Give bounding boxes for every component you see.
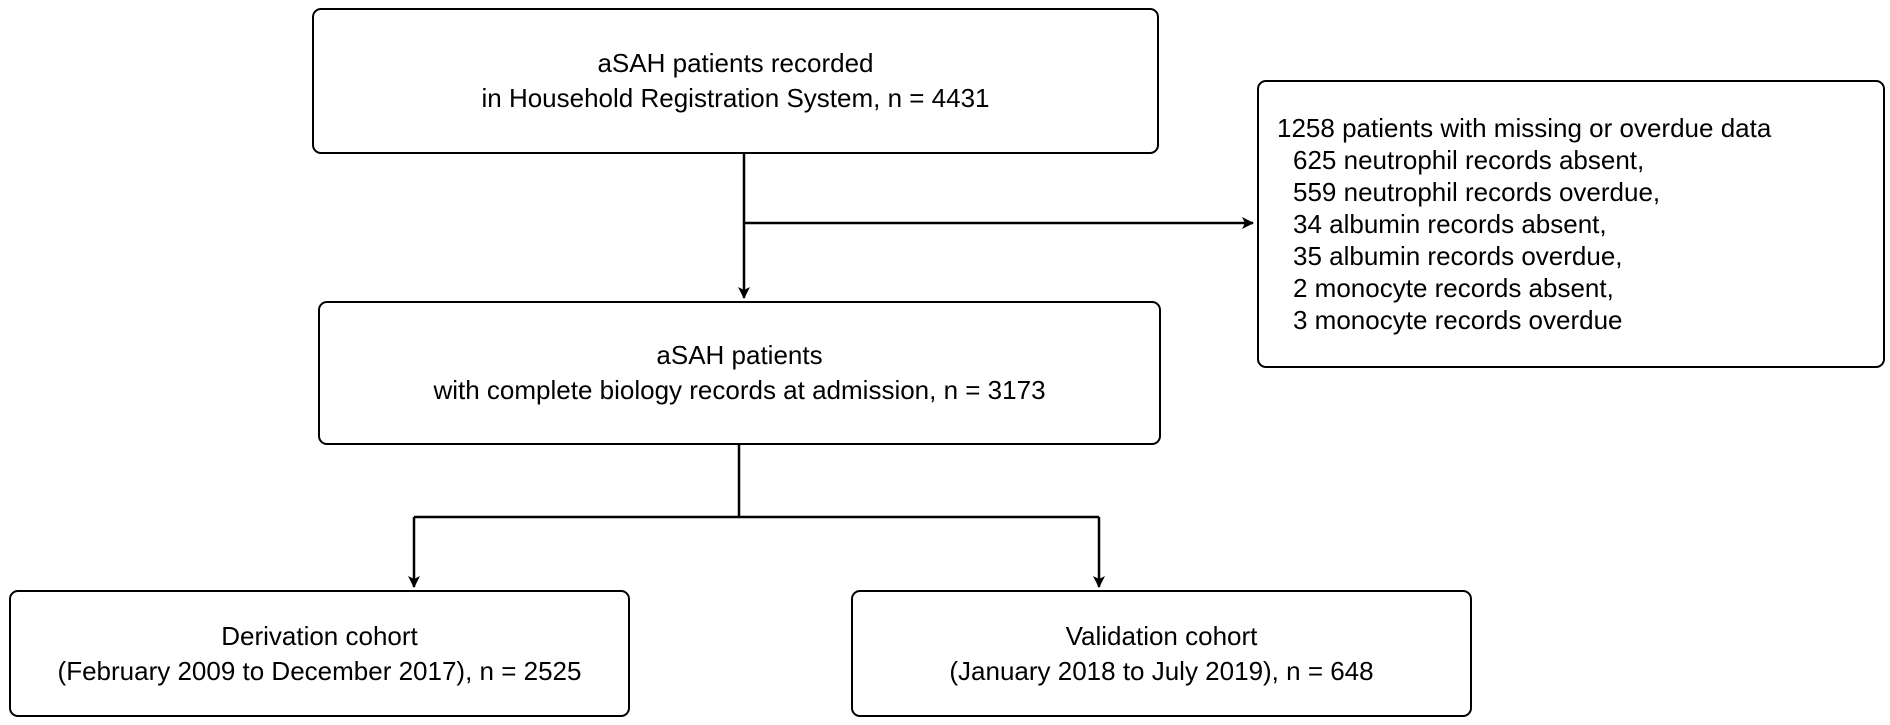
- registered-patients-box: aSAH patients recorded in Household Regi…: [312, 8, 1159, 154]
- complete-line-1: aSAH patients: [656, 340, 823, 370]
- derivation-cohort-box: Derivation cohort (February 2009 to Dece…: [9, 590, 630, 717]
- validation-cohort-box: Validation cohort (January 2018 to July …: [851, 590, 1472, 717]
- registered-line-1: aSAH patients recorded: [597, 48, 874, 78]
- derivation-line-2: (February 2009 to December 2017), n = 25…: [57, 655, 582, 686]
- excluded-item: 3 monocyte records overdue: [1293, 305, 1623, 335]
- complete-line-2: with complete biology records at admissi…: [433, 375, 1046, 405]
- excluded-header: 1258 patients with missing or overdue da…: [1277, 113, 1772, 143]
- validation-line-1: Validation cohort: [1065, 620, 1258, 651]
- excluded-item: 34 albumin records absent,: [1293, 209, 1607, 239]
- excluded-item: 2 monocyte records absent,: [1293, 273, 1614, 303]
- excluded-item: 559 neutrophil records overdue,: [1293, 177, 1661, 207]
- excluded-item: 625 neutrophil records absent,: [1293, 145, 1645, 175]
- excluded-item: 35 albumin records overdue,: [1293, 241, 1623, 271]
- excluded-patients-box: 1258 patients with missing or overdue da…: [1257, 80, 1885, 368]
- validation-line-2: (January 2018 to July 2019), n = 648: [949, 655, 1374, 686]
- registered-line-2: in Household Registration System, n = 44…: [481, 83, 990, 113]
- complete-records-box: aSAH patients with complete biology reco…: [318, 301, 1161, 445]
- derivation-line-1: Derivation cohort: [221, 620, 418, 651]
